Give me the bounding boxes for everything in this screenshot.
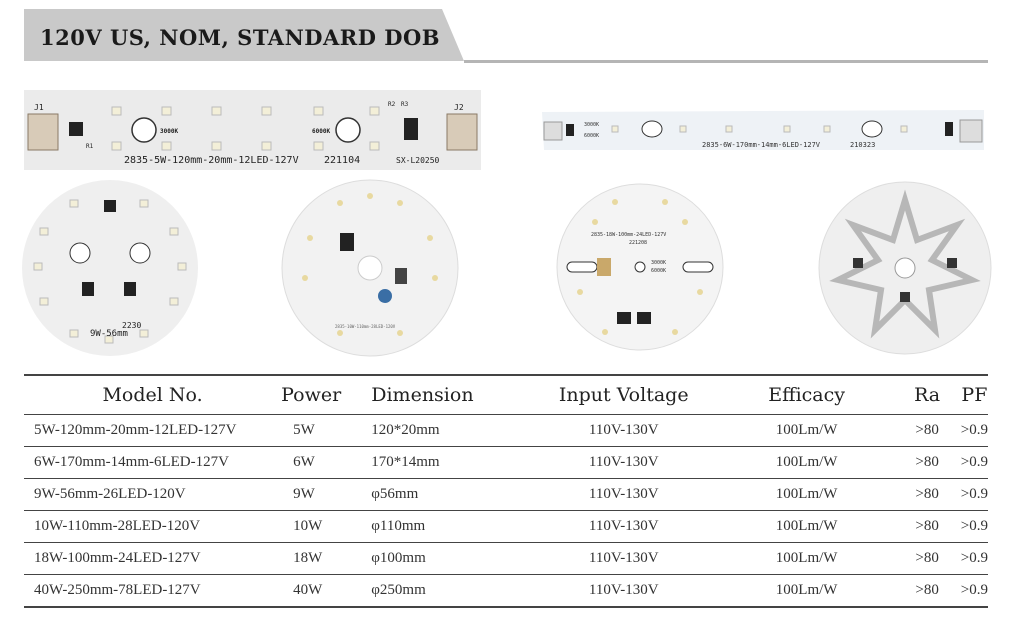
cell-model: 10W-110mm-28LED-120V [24, 510, 282, 543]
cell-pf: >0.9 [960, 446, 988, 479]
cell-model: 5W-120mm-20mm-12LED-127V [24, 414, 282, 447]
cell-pf: >0.9 [960, 582, 988, 598]
board-photo-6w-linear: 3000K 6000K 2835-6W-170mm-14mm-6LED-127V… [542, 110, 984, 150]
board-photo-40w-round [818, 181, 992, 355]
cell-efficacy: 100Lm/W [775, 582, 838, 598]
cell-power: 6W [281, 446, 370, 479]
cell-power: 9W [281, 478, 370, 511]
cell-input-voltage: 110V-130V [527, 510, 720, 543]
table-header-row: Model No. Power Dimension Input Voltage … [24, 375, 988, 415]
specs-table: Model No. Power Dimension Input Voltage … [24, 374, 988, 608]
cell-model: 6W-170mm-14mm-6LED-127V [24, 446, 282, 479]
board-mark-r1: R1 [86, 143, 94, 150]
cell-model: 40W-250mm-78LED-127V [34, 582, 201, 598]
board-photo-9w-round: 9W-56mm 2230 [22, 180, 198, 356]
cell-efficacy: 100Lm/W [719, 414, 894, 447]
cell-efficacy: 100Lm/W [719, 446, 894, 479]
cell-ra: >80 [893, 542, 961, 575]
board-mark-r2: R2 [388, 101, 396, 108]
board-label: 2835-10W-110mm-28LED-120V [335, 324, 396, 329]
board-mark-6000k: 6000K [312, 128, 330, 135]
cell-efficacy: 100Lm/W [719, 510, 894, 543]
board-code: 221208 [629, 240, 647, 246]
cell-power: 18W [281, 542, 370, 575]
board-photo-10w-round: 2835-10W-110mm-28LED-120V [281, 179, 459, 357]
board-code: 210323 [850, 141, 875, 149]
page-title: 120V US, NOM, STANDARD DOB [40, 25, 441, 50]
cell-pf: >0.9 [960, 414, 988, 447]
header-input-voltage: Input Voltage [527, 375, 720, 415]
cell-ra: >80 [893, 446, 961, 479]
header-efficacy: Efficacy [719, 375, 894, 415]
header-model: Model No. [24, 375, 282, 415]
board-label: 2835-6W-170mm-14mm-6LED-127V [702, 141, 821, 149]
cell-input-voltage: 110V-130V [527, 446, 720, 479]
title-banner [24, 9, 464, 61]
board-code: 221104 [324, 155, 360, 166]
board-label: 2835-18W-100mm-24LED-127V [591, 232, 666, 238]
cell-ra: >80 [893, 478, 961, 511]
board-mark-3000k: 3000K [584, 122, 599, 128]
cell-power: 40W [293, 582, 323, 598]
cell-model: 9W-56mm-26LED-120V [24, 478, 282, 511]
cell-power: 10W [281, 510, 370, 543]
board-part: SX-L20250 [396, 156, 440, 165]
header-dimension: Dimension [369, 375, 528, 415]
header-ra: Ra [893, 375, 961, 415]
board-mark-j2: J2 [454, 103, 464, 112]
board-mark-r3: R3 [401, 101, 409, 108]
board-mark-3000k: 3000K [651, 260, 666, 266]
board-code: 2230 [122, 321, 141, 330]
cell-pf: >0.9 [960, 542, 988, 575]
board-mark-6000k: 6000K [584, 133, 599, 139]
cell-input-voltage: 110V-130V [527, 414, 720, 447]
cell-input-voltage: 110V-130V [527, 542, 720, 575]
table-row: 40W-250mm-78LED-127V 40W φ250mm 110V-130V 10… [24, 575, 988, 608]
cell-efficacy: 100Lm/W [719, 542, 894, 575]
cell-efficacy: 100Lm/W [719, 478, 894, 511]
board-label: 9W-56mm [90, 329, 128, 339]
cell-dimension: 120*20mm [369, 414, 528, 447]
cell-input-voltage: 110V-130V [527, 478, 720, 511]
cell-dimension: 170*14mm [369, 446, 528, 479]
cell-dimension: φ56mm [369, 478, 528, 511]
cell-power: 5W [281, 414, 370, 447]
header-pf: PF [960, 375, 988, 415]
cell-dimension: φ250mm [371, 582, 426, 598]
cell-ra: >80 [915, 582, 939, 598]
cell-model: 18W-100mm-24LED-127V [24, 542, 282, 575]
board-mark-3000k: 3000K [160, 128, 178, 135]
board-photo-5w-linear: J1 J2 R2 R3 R1 3000K 6000K 2835-5W-120mm… [24, 90, 481, 170]
cell-dimension: φ100mm [369, 542, 528, 575]
cell-ra: >80 [893, 510, 961, 543]
cell-input-voltage: 110V-130V [588, 582, 659, 598]
board-mark-j1: J1 [34, 103, 44, 112]
cell-ra: >80 [893, 414, 961, 447]
board-label: 2835-5W-120mm-20mm-12LED-127V [124, 155, 299, 166]
board-mark-6000k: 6000K [651, 268, 666, 274]
board-photo-18w-round: 3000K 6000K 2835-18W-100mm-24LED-127V 22… [556, 183, 724, 351]
cell-pf: >0.9 [960, 510, 988, 543]
cell-dimension: φ110mm [369, 510, 528, 543]
cell-pf: >0.9 [960, 478, 988, 511]
title-rule [464, 60, 988, 63]
header-power: Power [281, 375, 370, 415]
